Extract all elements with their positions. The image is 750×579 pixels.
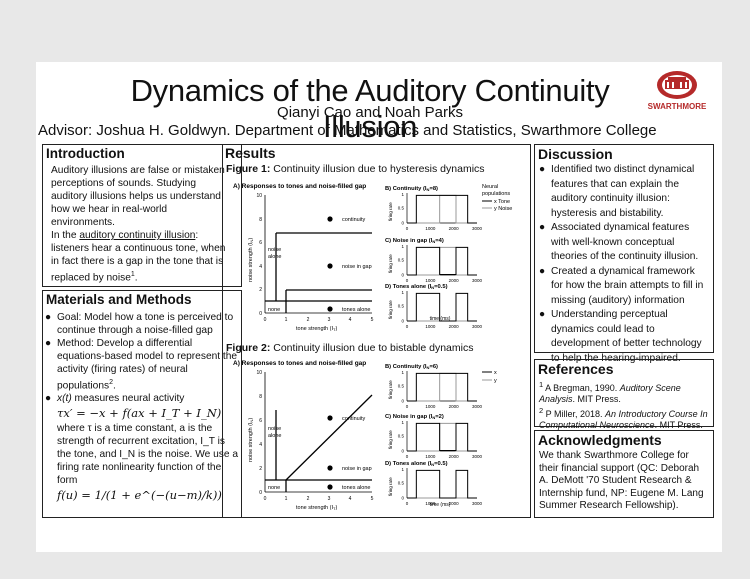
references-heading: References [538, 361, 614, 377]
poster-background [36, 62, 722, 552]
intro-paragraph-2: In the auditory continuity illusion: lis… [51, 229, 231, 284]
results-heading: Results [225, 145, 276, 161]
methods-method: Method: Develop a differential equations… [57, 338, 238, 392]
discussion-item: ●Understanding perceptual dynamics could… [539, 309, 702, 364]
acknowledgments-panel: Acknowledgments We thank Swarthmore Coll… [534, 430, 714, 518]
methods-where: where τ is a time constant, a is the str… [57, 423, 239, 487]
equation-dynamics: τx′ = −x + f(ax + I_T + I_N) [57, 406, 222, 421]
intro-p2-prefix: In the [51, 230, 80, 241]
equation-nonlinearity: f(u) = 1/(1 + e^(−(u−m)/k)) [57, 488, 222, 503]
introduction-heading: Introduction [46, 146, 125, 161]
results-frame [222, 144, 531, 518]
discussion-item: ●Created a dynamical framework for how t… [539, 265, 704, 306]
intro-footnote: 1 [130, 271, 135, 278]
acknowledgments-heading: Acknowledgments [538, 432, 662, 448]
methods-xt: x(t) [57, 393, 72, 405]
methods-xt-rest: measures neural activity [71, 393, 185, 405]
intro-p2-end: . [134, 272, 138, 284]
methods-heading: Materials and Methods [46, 292, 192, 307]
discussion-panel: Discussion ●Identified two distinct dyna… [534, 144, 714, 364]
references-list: 1 A Bregman, 1990. Auditory Scene Analys… [535, 377, 713, 433]
authors: Qianyi Cao and Noah Parks [277, 104, 463, 121]
figure-1-title: Figure 1: Continuity illusion due to hys… [226, 163, 485, 175]
reference-1: 1 A Bregman, 1990. Auditory Scene Analys… [539, 380, 681, 404]
acknowledgments-text: We thank Swarthmore College for their fi… [539, 450, 704, 511]
discussion-item: ●Associated dynamical features with well… [539, 222, 699, 262]
intro-paragraph-1: Auditory illusions are false or mistaken… [51, 165, 225, 228]
advisor-line: Advisor: Joshua H. Goldwyn. Department o… [38, 122, 657, 139]
references-panel: References 1 A Bregman, 1990. Auditory S… [534, 359, 714, 430]
swarthmore-seal-logo: SWARTHMORE [648, 71, 707, 111]
introduction-text: Auditory illusions are false or mistaken… [51, 164, 231, 284]
discussion-heading: Discussion [538, 146, 613, 162]
reference-2: 2 P Miller, 2018. An Introductory Course… [539, 406, 708, 430]
discussion-item: ●Identified two distinct dynamical featu… [539, 164, 695, 219]
intro-p2-rest: : listeners hear a continuous tone, when… [51, 230, 226, 284]
methods-panel: Materials and Methods ●Goal: Model how a… [42, 290, 242, 518]
methods-footnote: 2 [109, 379, 114, 386]
intro-illusion-term: auditory continuity illusion [79, 230, 196, 241]
introduction-panel: Introduction Auditory illusions are fals… [42, 144, 242, 287]
methods-text: ●Goal: Model how a tone is perceived to … [45, 312, 239, 503]
discussion-list: ●Identified two distinct dynamical featu… [539, 163, 707, 366]
poster-title: Dynamics of the Auditory Continuity Illu… [130, 73, 610, 144]
methods-goal: Goal: Model how a tone is perceived to c… [57, 312, 234, 336]
svg-text:SWARTHMORE: SWARTHMORE [648, 102, 707, 111]
results-panel: Results [222, 144, 532, 518]
figure-2-title: Figure 2: Continuity illusion due to bis… [226, 342, 474, 354]
